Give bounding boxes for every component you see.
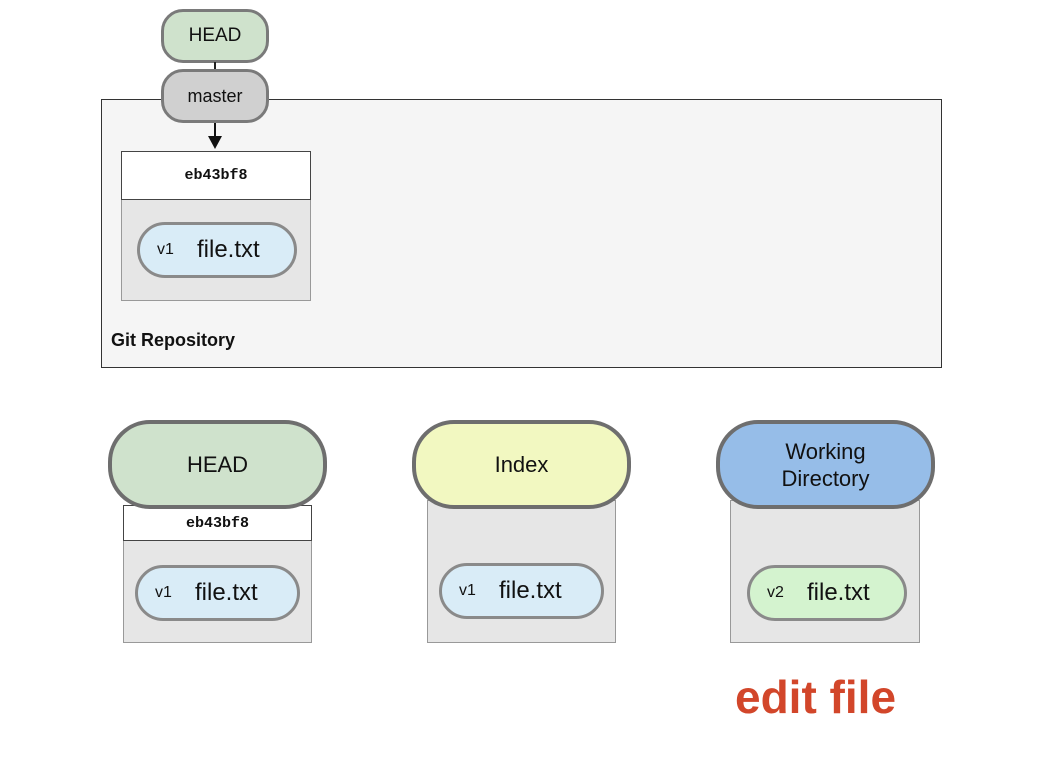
- repo-commit-file: v1 file.txt: [137, 222, 297, 278]
- git-repository-label: Git Repository: [111, 330, 236, 350]
- index-tree-file: v1 file.txt: [439, 563, 604, 619]
- file-version: v1: [155, 584, 172, 601]
- edit-file-label: edit file: [735, 671, 897, 723]
- working-directory-title-line1: Working: [785, 438, 866, 464]
- working-directory-tree-title: Working Directory: [716, 420, 935, 509]
- head-ref: HEAD: [161, 9, 269, 63]
- file-name: file.txt: [499, 577, 562, 604]
- file-name: file.txt: [195, 579, 258, 606]
- head-tree-title: HEAD: [108, 420, 327, 509]
- arrow-down-icon: [208, 136, 222, 149]
- working-directory-file: v2 file.txt: [747, 565, 907, 621]
- head-tree-file: v1 file.txt: [135, 565, 300, 621]
- head-to-master-connector: [214, 62, 216, 71]
- file-version: v1: [157, 241, 174, 258]
- file-version: v1: [459, 582, 476, 599]
- master-to-commit-arrow: [214, 122, 216, 139]
- file-name: file.txt: [807, 579, 870, 606]
- file-version: v2: [767, 584, 784, 601]
- index-tree-title: Index: [412, 420, 631, 509]
- repo-commit-hash: eb43bf8: [121, 151, 311, 200]
- master-branch-ref: master: [161, 69, 269, 123]
- file-name: file.txt: [197, 236, 260, 263]
- working-directory-title-line2: Directory: [781, 465, 870, 491]
- head-tree-hash: eb43bf8: [123, 505, 312, 541]
